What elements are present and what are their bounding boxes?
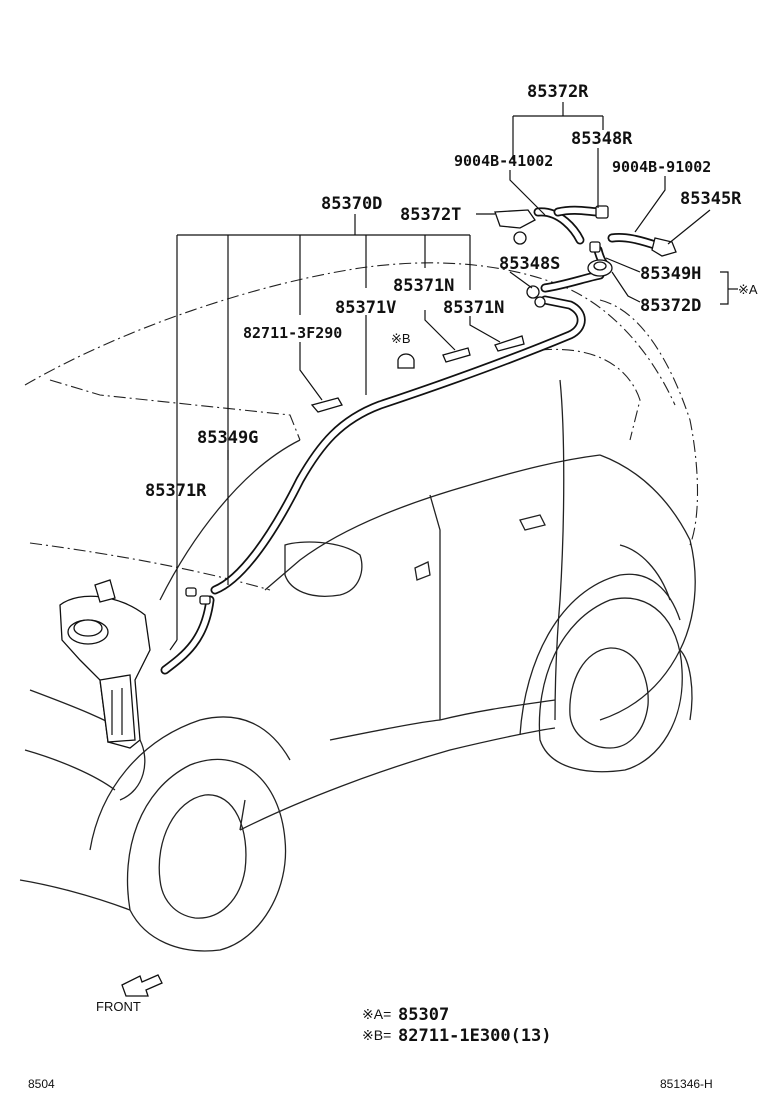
note-b-prefix: ※B= <box>362 1027 391 1043</box>
washer-tank <box>59 579 151 749</box>
small-parts <box>185 205 677 605</box>
label-85370D: 85370D <box>321 194 382 214</box>
label-85371V: 85371V <box>335 298 396 318</box>
vehicle-outline <box>19 262 699 952</box>
label-85345R: 85345R <box>680 189 742 209</box>
label-85371R: 85371R <box>145 481 207 501</box>
label-85349H: 85349H <box>640 264 701 284</box>
label-mark-b: ※B <box>391 331 411 346</box>
front-arrow-icon <box>121 974 163 997</box>
footnotes: ※A= 85307 ※B= 82711-1E300(13) <box>362 1005 552 1046</box>
label-85348S: 85348S <box>499 254 560 274</box>
footer: 8504 851346-H <box>28 1077 713 1091</box>
label-85371N-2: 85371N <box>443 298 504 318</box>
note-a-prefix: ※A= <box>362 1006 391 1022</box>
leader-lines <box>169 102 738 651</box>
note-b-value: 82711-1E300(13) <box>398 1026 552 1046</box>
label-9004B-41002: 9004B-41002 <box>454 152 553 170</box>
part-labels: 85372R 85348R 9004B-41002 9004B-91002 85… <box>145 82 758 501</box>
front-label: FRONT <box>96 999 141 1014</box>
label-85372D: 85372D <box>640 296 701 316</box>
label-85349G: 85349G <box>197 428 258 448</box>
label-9004B-91002: 9004B-91002 <box>612 158 711 176</box>
label-85372R: 85372R <box>527 82 589 102</box>
label-mark-a: ※A <box>738 282 758 297</box>
front-arrow: FRONT <box>96 974 163 1014</box>
label-82711-3F290: 82711-3F290 <box>243 324 342 342</box>
label-85372T: 85372T <box>400 205 461 225</box>
note-a-value: 85307 <box>398 1005 449 1025</box>
footer-left-code: 8504 <box>28 1077 55 1091</box>
label-85371N-1: 85371N <box>393 276 454 296</box>
footer-right-code: 851346-H <box>660 1077 713 1091</box>
label-85348R: 85348R <box>571 129 633 149</box>
